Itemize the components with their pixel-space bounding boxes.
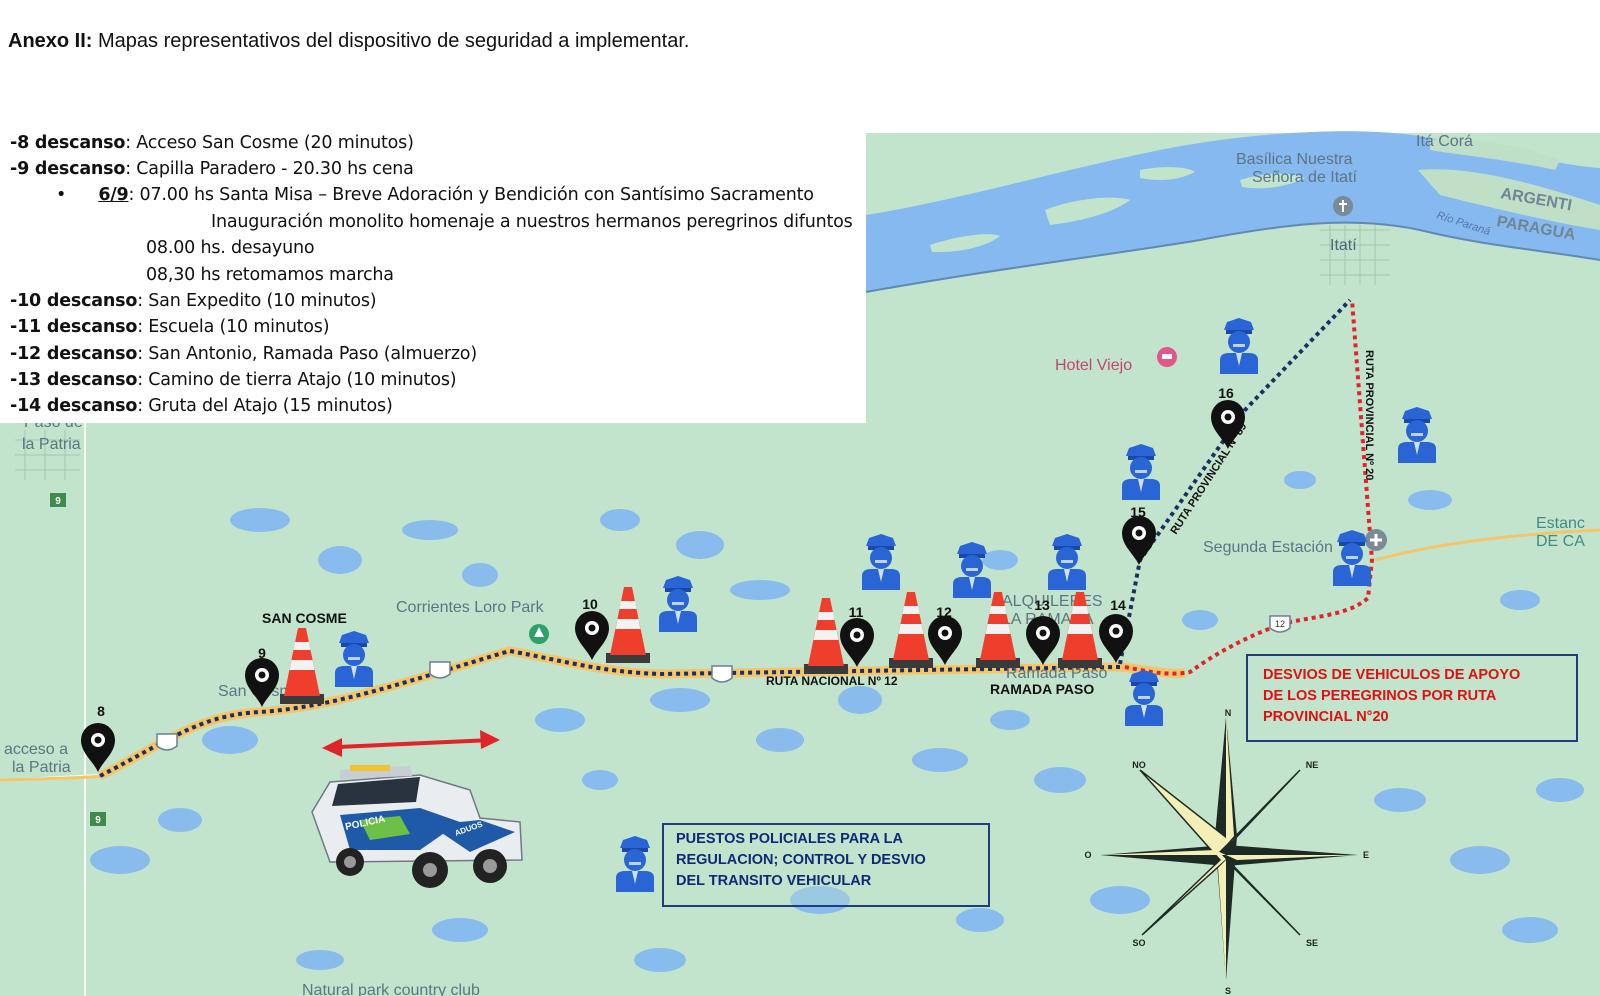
label-estancia-1: Estanc [1536,515,1585,532]
stop-number: 11 [849,604,864,620]
stop-number: 14 [1110,597,1126,613]
lagoons [90,471,1584,972]
label-estancia-2: DE CA [1536,533,1585,550]
schedule-line-5: 08.00 hs. desayuno [146,238,315,258]
label-acceso-2: la Patria [12,759,71,776]
road-shields: 9 9 12 [50,493,1291,826]
stop-number: 10 [582,596,598,612]
label-ruta-nacional: RUTA NACIONAL Nº 12 [766,674,898,688]
schedule-line-7: -10 descanso: San Expedito (10 minutos) [10,291,377,311]
stop-number: 16 [1218,385,1234,401]
compass-rose-icon: N S E O NE NO SE SO [1084,708,1369,996]
hotel-pin-icon [1157,347,1177,367]
legend-police-posts: PUESTOS POLICIALES PARA LA REGULACION; C… [662,823,990,907]
park-pin-icon [529,624,549,644]
label-loro-park: Corrientes Loro Park [396,599,545,616]
label-itati: Itatí [1330,237,1357,254]
label-ramada-paso-small: Ramada Paso [1006,665,1107,682]
police-truck-icon: POLICIA ADUOS [311,765,523,888]
schedule-line-11: -14 descanso: Gruta del Atajo (15 minuto… [10,396,393,416]
label-natural-park: Natural park country club [302,982,480,996]
stop-number: 8 [97,703,105,719]
schedule-line-1: -8 descanso: Acceso San Cosme (20 minuto… [10,133,414,153]
hospital-pin-icon [1365,529,1387,551]
stop-pins: 8 9 10 11 12 13 14 15 16 [81,385,1245,772]
stop-number: 9 [258,645,266,661]
svg-text:9: 9 [55,496,61,507]
schedule-line-2: -9 descanso: Capilla Paradero - 20.30 hs… [10,159,414,179]
label-ruta-provincial-20: RUTA PROVINCIAL Nº 20 [1363,350,1375,480]
label-basilica-1: Basílica Nuestra [1236,151,1353,168]
double-arrow-icon [322,730,500,757]
stop-number: 15 [1130,504,1146,520]
label-hotel-viejo: Hotel Viejo [1055,357,1132,374]
stop-number: 13 [1034,597,1050,613]
label-acceso-1: acceso a [4,741,68,758]
svg-text:SE: SE [1306,938,1318,948]
annex-text: Mapas representativos del dispositivo de… [98,30,690,52]
svg-text:NE: NE [1306,760,1319,770]
schedule-notes: -8 descanso: Acceso San Cosme (20 minuto… [0,128,866,423]
label-ramada-paso: RAMADA PASO [990,681,1094,697]
svg-text:O: O [1084,850,1091,860]
label-san-cosme: SAN COSME [262,610,347,626]
schedule-line-10: -13 descanso: Camino de tierra Atajo (10… [10,370,457,390]
legend-detour: DESVIOS DE VEHICULOS DE APOYO DE LOS PER… [1246,654,1578,742]
schedule-line-9: -12 descanso: San Antonio, Ramada Paso (… [10,344,477,364]
label-alquileres-1: ALQUILERES [1002,593,1102,610]
label-paso-bottom: la Patria [22,436,81,453]
basilica-icon [1333,196,1353,216]
schedule-line-8: -11 descanso: Escuela (10 minutos) [10,317,330,337]
svg-text:9: 9 [95,815,101,826]
svg-text:S: S [1225,986,1231,996]
svg-text:12: 12 [1275,619,1285,629]
annex-heading: Anexo II: Mapas representativos del disp… [8,30,689,53]
schedule-line-4: Inauguración monolito homenaje a nuestro… [211,212,853,232]
svg-text:NO: NO [1132,760,1146,770]
label-segunda-estacion: Segunda Estación [1203,539,1333,556]
svg-text:N: N [1225,708,1232,718]
stop-number: 12 [936,604,952,620]
annex-prefix: Anexo II: [8,30,93,52]
label-basilica-2: Señora de Itatí [1252,169,1358,186]
label-ita-cora: Itá Corá [1416,133,1473,150]
svg-text:E: E [1363,850,1369,860]
schedule-line-6: 08,30 hs retomamos marcha [146,265,394,285]
schedule-line-3: • 6/9: 07.00 hs Santa Misa – Breve Adora… [56,185,814,205]
svg-text:SO: SO [1132,938,1145,948]
